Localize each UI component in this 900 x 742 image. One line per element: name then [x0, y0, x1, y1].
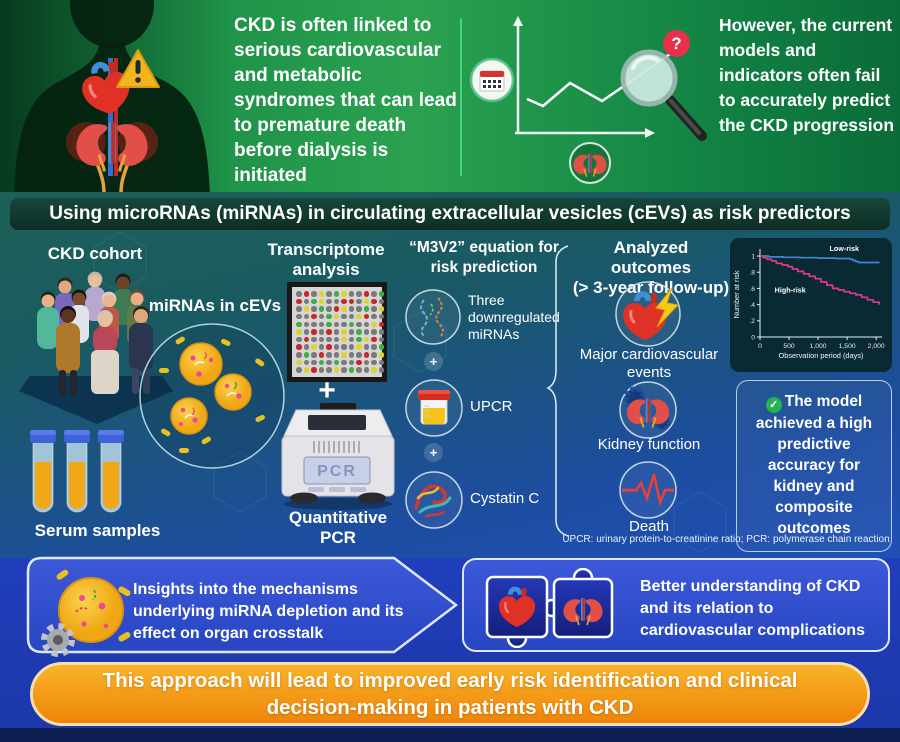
svg-text:.6: .6: [749, 286, 755, 293]
svg-text:1,000: 1,000: [810, 343, 827, 350]
conclusion-box: ✓The model achieved a high predictive ac…: [736, 380, 892, 552]
conclusion-text: The model achieved a high predictive acc…: [755, 393, 873, 537]
quantitative-pcr-label: Quantitative PCR: [288, 508, 388, 547]
outcomes-subtitle: (> 3-year follow-up): [572, 278, 730, 297]
cystatin-c-icon: [405, 471, 463, 529]
top-divider: [460, 18, 462, 176]
death-heartbeat-icon: [619, 461, 677, 519]
pcr-machine-illustration: PCR: [281, 403, 395, 510]
gear-icon: [41, 623, 75, 657]
serum-tubes-illustration: [30, 430, 124, 513]
insight-right-text: Better understanding of CKD and its rela…: [640, 578, 865, 639]
plus-icon: +: [318, 374, 336, 407]
problem-statement-right: However, the current models and indicato…: [719, 15, 895, 135]
insight-left-text: Insights into the mechanisms underlying …: [133, 581, 404, 642]
svg-text:Low-risk: Low-risk: [829, 244, 859, 253]
equation-item-label: Three downregulated miRNAs: [468, 292, 560, 342]
problem-statement-left: CKD is often linked to serious cardiovas…: [234, 15, 457, 186]
vesicle-gear-icon: [41, 569, 131, 657]
svg-text:.4: .4: [749, 302, 755, 309]
check-icon: ✓: [765, 397, 782, 413]
insight-left-box: [26, 556, 459, 654]
svg-text:2,000: 2,000: [868, 343, 885, 350]
ckd-cohort-illustration: [19, 271, 173, 424]
svg-text:1: 1: [751, 253, 755, 260]
bottom-strip: [0, 728, 900, 742]
svg-text:500: 500: [783, 343, 795, 350]
abbreviations-footnote: UPCR: urinary protein-to-creatinine rati…: [562, 534, 890, 545]
vesicle: [214, 358, 265, 423]
m3v2-title: “M3V2” equation for risk prediction: [409, 239, 559, 276]
cevs-circle-illustration: [139, 323, 285, 469]
svg-text:High-risk: High-risk: [775, 285, 806, 294]
warning-icon: [116, 49, 160, 88]
question-icon: ?: [663, 30, 690, 57]
vesicle: [159, 336, 231, 386]
svg-text:.8: .8: [749, 270, 755, 277]
mirna-cevs-label: miRNAs in cEVs: [148, 296, 282, 315]
mirna-strands-icon: [405, 289, 461, 345]
plus-icon: +: [424, 443, 443, 462]
microarray-grid: [287, 282, 387, 382]
outcome-label: Major cardiovascular events: [579, 346, 719, 381]
curly-brace: [546, 245, 569, 537]
svg-text:0: 0: [758, 343, 762, 350]
equation-item-label: Cystatin C: [470, 490, 540, 507]
svg-text:0: 0: [751, 334, 755, 341]
svg-text:.2: .2: [749, 318, 755, 325]
equation-item-label: UPCR: [470, 398, 513, 415]
svg-text:Observation period (days): Observation period (days): [778, 351, 863, 360]
plus-icon: +: [424, 352, 443, 371]
outcome-label: Kidney function: [597, 436, 701, 453]
body-silhouette-illustration: [14, 0, 210, 194]
cardiovascular-events-icon: [615, 281, 681, 347]
kidney-function-icon: [619, 381, 677, 439]
calendar-icon: [469, 57, 515, 103]
vesicle: [161, 397, 211, 453]
serum-samples-label: Serum samples: [34, 521, 161, 540]
survival-chart-svg: 0 .2 .4 .6 .8 1 0 500 1,000 1,500 2,000 Low-riskHig…: [732, 244, 885, 360]
outcomes-title: Analyzed outcomes (> 3-year follow-up): [572, 238, 730, 298]
kidney-badge-icon: [569, 142, 611, 184]
puzzle-heart-kidney-icon: [485, 568, 614, 648]
outcomes-title-line1: Analyzed outcomes: [610, 238, 692, 277]
magnifier-icon: [620, 49, 707, 141]
transcriptome-title: Transcriptome analysis: [267, 240, 385, 279]
trend-chart-illustration: [469, 16, 707, 184]
conclusion-banner: This approach will lead to improved earl…: [30, 662, 870, 726]
cohort-title: CKD cohort: [47, 244, 143, 263]
main-banner-title: Using microRNAs (miRNAs) in circulating …: [10, 198, 890, 230]
pcr-display-text: PCR: [317, 463, 357, 480]
svg-text:1,500: 1,500: [839, 343, 856, 350]
svg-text:Number at risk: Number at risk: [732, 270, 741, 318]
outcome-label: Death: [628, 518, 670, 535]
upcr-jar-icon: [405, 379, 463, 437]
